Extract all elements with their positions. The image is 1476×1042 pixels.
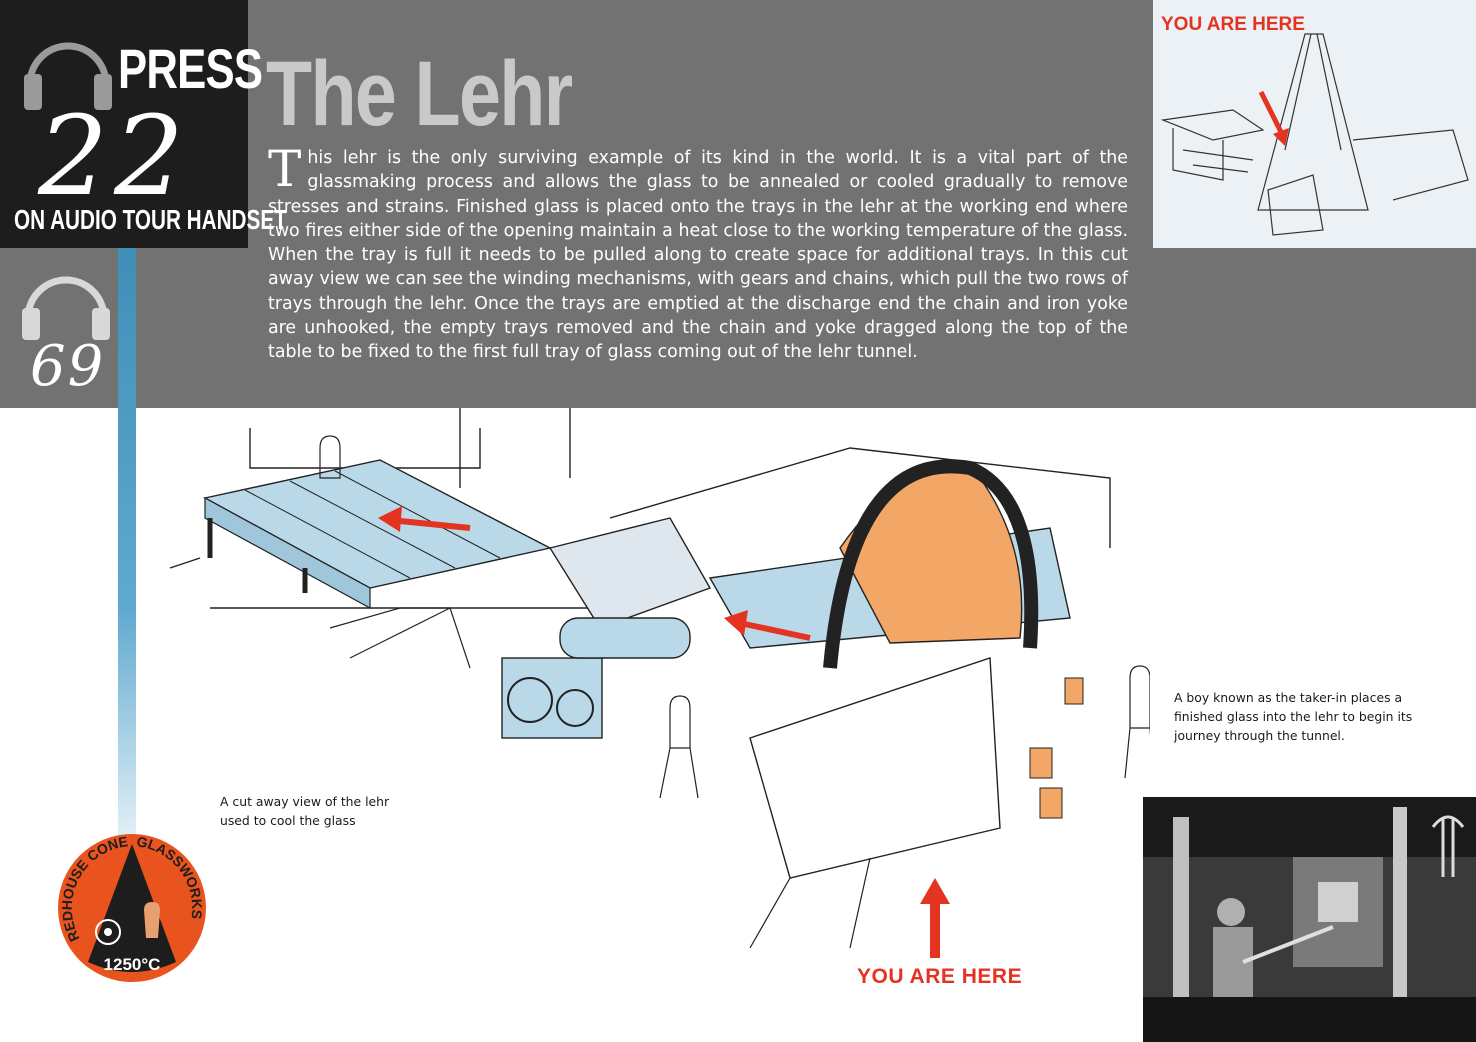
location-map-inset: YOU ARE HERE [1153, 0, 1476, 248]
headphones-icon [22, 276, 110, 340]
redhouse-cone-logo: REDHOUSE CONE GLASSWORKS 1250°C [56, 832, 208, 984]
drop-cap: T [268, 140, 302, 198]
inset-you-are-here: YOU ARE HERE [1161, 14, 1305, 35]
page-title: The Lehr [266, 43, 573, 145]
headphones-icon [24, 42, 112, 110]
press-number: 22 [38, 92, 190, 220]
description-body: his lehr is the only surviving example o… [268, 148, 1128, 363]
red-arrow-icon [920, 878, 950, 958]
lehr-cutaway-illustration [169, 408, 1150, 948]
timeline-bar [118, 248, 136, 848]
taker-in-photo [1143, 797, 1476, 1042]
audio-tour-box: PRESS 22 ON AUDIO TOUR HANDSET [0, 0, 287, 248]
cutaway-caption: A cut away view of the lehr used to cool… [220, 794, 390, 828]
logo-temperature: 1250°C [104, 955, 161, 974]
you-are-here-label: YOU ARE HERE [857, 965, 1023, 988]
alt-press-number: 69 [30, 334, 106, 399]
press-label: PRESS [118, 37, 263, 100]
audio-tour-label: ON AUDIO TOUR HANDSET [14, 204, 287, 235]
cone-building-sketch [1160, 33, 1469, 236]
taker-in-caption: A boy known as the taker-in places a fin… [1174, 690, 1413, 743]
